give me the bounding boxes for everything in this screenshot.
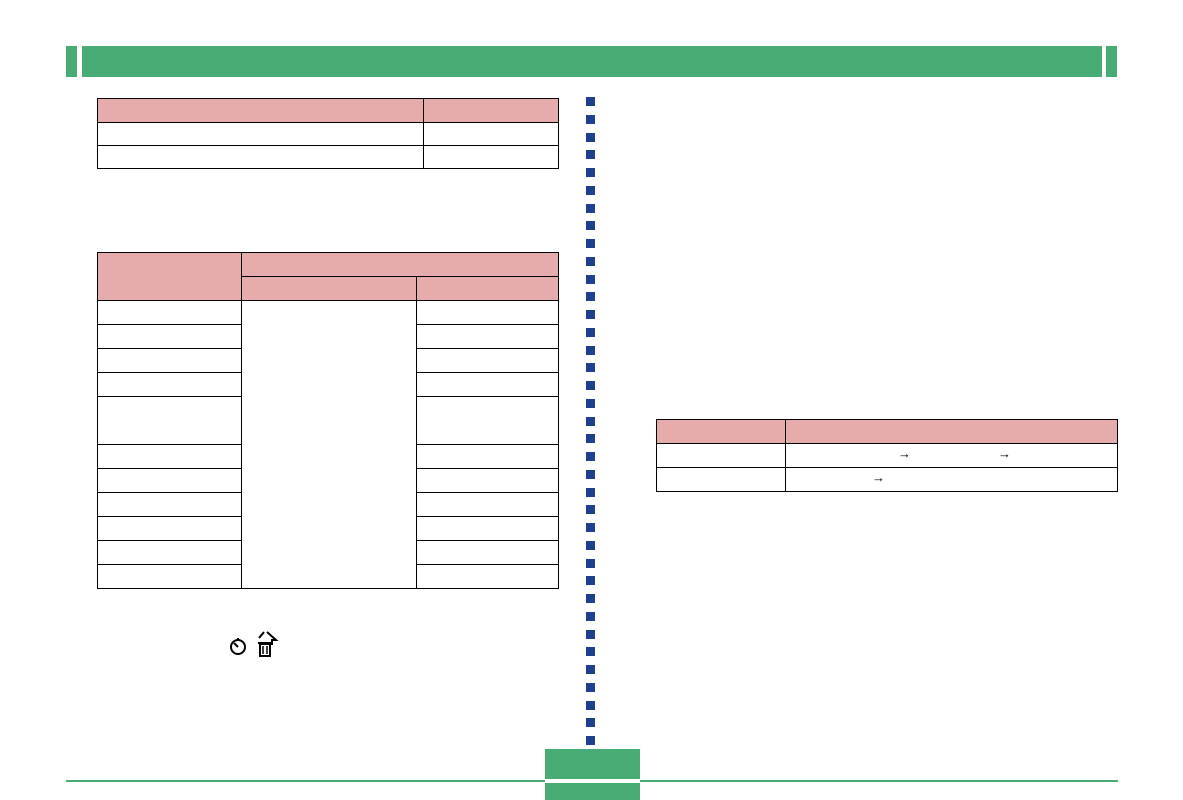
divider-dot <box>586 700 595 710</box>
divider-dot <box>586 150 595 160</box>
table-cell <box>97 372 242 397</box>
divider-dot <box>586 327 595 337</box>
table-cell <box>423 122 559 146</box>
table-cell <box>97 145 424 169</box>
table-cell <box>416 516 559 541</box>
table-merged-cell <box>241 300 417 589</box>
divider-dot <box>586 381 595 390</box>
table-header-cell <box>423 98 559 123</box>
table-header-cell <box>241 252 559 277</box>
divider-dot <box>586 398 595 408</box>
divider-dot <box>586 416 595 426</box>
divider-dot <box>586 558 595 568</box>
divider-dot <box>586 647 595 657</box>
divider-dot <box>586 523 595 532</box>
table-cell <box>416 492 559 517</box>
divider-dot <box>586 736 595 745</box>
table-cell <box>97 468 242 493</box>
sequence-cell: → <box>785 467 1118 492</box>
divider-dot <box>586 97 595 106</box>
divider-dot <box>586 611 595 621</box>
divider-dot <box>586 487 595 497</box>
table-cell <box>416 444 559 469</box>
table-cell <box>97 122 424 146</box>
table-cell <box>416 468 559 493</box>
table-cell <box>656 467 786 492</box>
divider-dot <box>586 292 595 302</box>
table-cell <box>97 492 242 517</box>
table-cell <box>656 443 786 468</box>
divider-dot <box>586 434 595 444</box>
divider-dot <box>586 576 595 586</box>
table-cell <box>416 396 559 445</box>
table-header-cell <box>97 252 242 301</box>
table-header-cell <box>97 98 424 123</box>
divider-dot <box>586 594 595 603</box>
divider-dot <box>586 540 595 550</box>
divider-dot <box>586 114 595 124</box>
page-header-bar <box>82 46 1102 77</box>
sequence-table: → → → <box>656 419 1118 492</box>
arrow-right-icon: → <box>872 470 885 485</box>
divider-dot <box>586 363 595 373</box>
table-cell <box>97 300 242 325</box>
divider-dot <box>586 274 595 284</box>
table-cell <box>416 564 559 589</box>
table-header-cell <box>241 276 417 301</box>
divider-dot <box>586 345 595 355</box>
divider-dot <box>586 221 595 231</box>
divider-dot <box>586 256 595 266</box>
sequence-cell: → → <box>785 443 1118 468</box>
table-cell <box>97 516 242 541</box>
divider-dot <box>586 168 595 177</box>
table-header-cell <box>656 419 786 444</box>
table-cell <box>97 540 242 565</box>
arrow-right-icon: → <box>898 446 911 461</box>
divider-dot <box>586 452 595 461</box>
divider-dot <box>586 469 595 479</box>
divider-dot <box>586 629 595 639</box>
table-cell <box>416 348 559 373</box>
divider-dot <box>586 505 595 515</box>
table-cell <box>423 145 559 169</box>
divider-dot <box>586 203 595 213</box>
table-header-cell <box>416 276 559 301</box>
table-cell <box>416 372 559 397</box>
header-right-cap <box>1106 46 1117 77</box>
arrow-right-icon: → <box>998 446 1011 461</box>
divider-dot <box>586 239 595 248</box>
divider-dot <box>586 682 595 692</box>
table-cell <box>97 564 242 589</box>
column-divider <box>586 97 596 754</box>
table-cell <box>416 300 559 325</box>
table-cell <box>416 540 559 565</box>
mode-settings-table <box>97 252 559 589</box>
table-cell <box>97 324 242 349</box>
divider-dot <box>586 665 595 674</box>
settings-table-small <box>97 98 559 169</box>
table-cell <box>97 396 242 445</box>
header-left-cap <box>66 46 77 77</box>
delete-icon <box>258 631 279 657</box>
table-cell <box>97 444 242 469</box>
divider-dot <box>586 310 595 319</box>
page-number-tab <box>545 749 640 800</box>
divider-dot <box>586 718 595 728</box>
table-header-cell <box>785 419 1118 444</box>
divider-dot <box>586 132 595 142</box>
self-timer-icon <box>230 638 246 655</box>
divider-dot <box>586 185 595 195</box>
page-tab-divider <box>545 779 640 783</box>
table-cell <box>416 324 559 349</box>
table-cell <box>97 348 242 373</box>
